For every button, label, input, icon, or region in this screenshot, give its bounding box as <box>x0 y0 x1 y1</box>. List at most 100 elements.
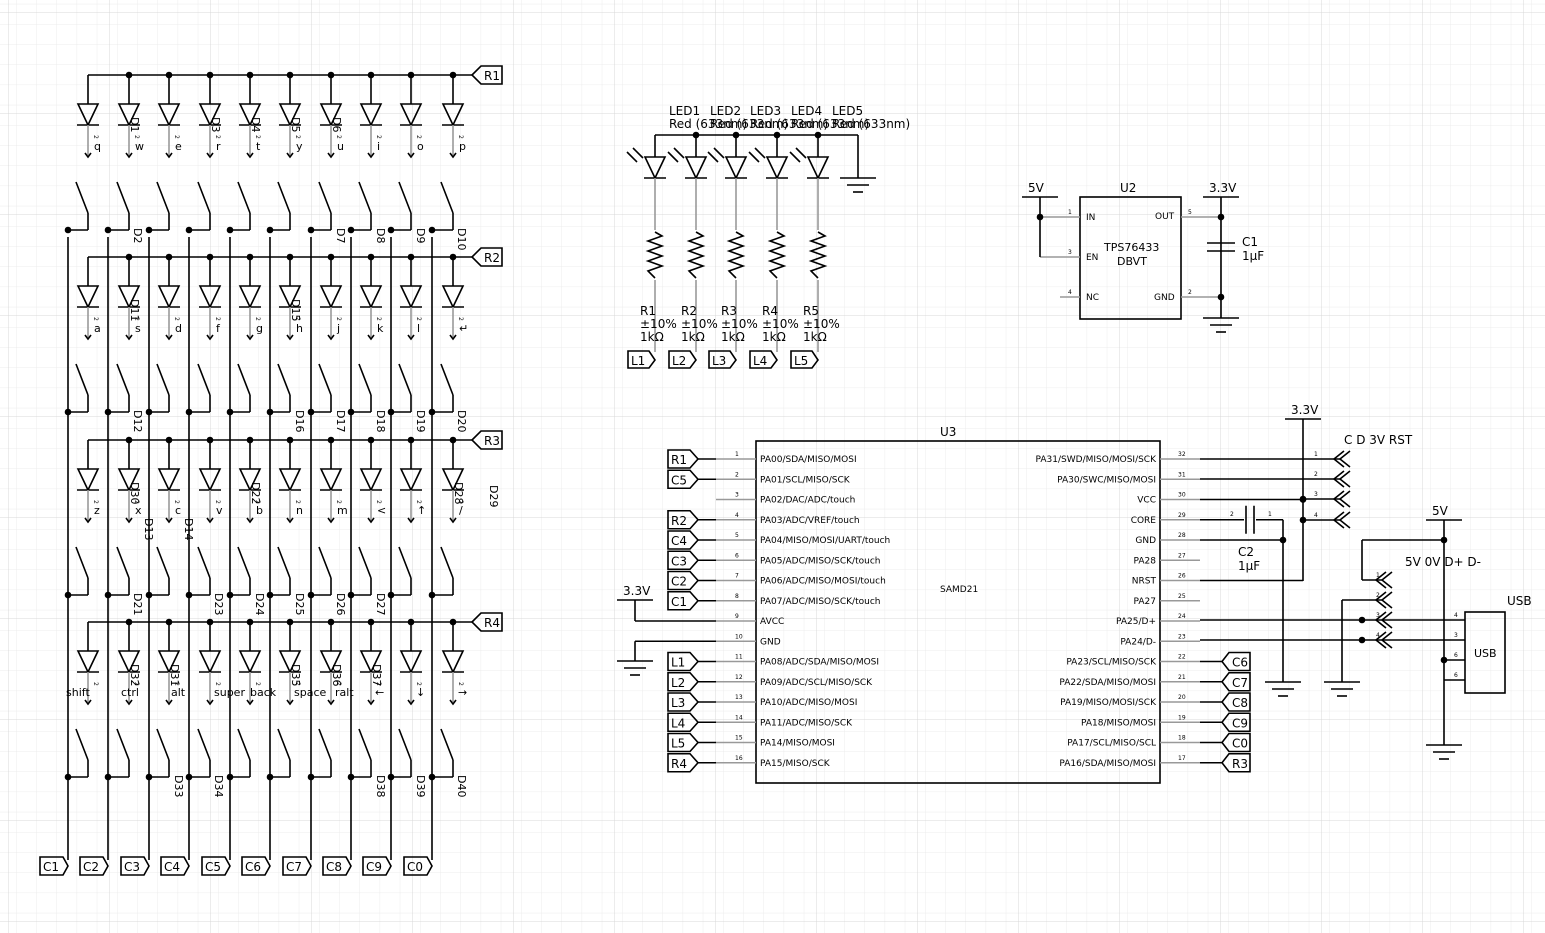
pin-number: 13 <box>735 694 743 701</box>
led-arrow <box>795 147 807 159</box>
row-net-label-flag <box>470 65 503 85</box>
key-label: super <box>214 686 245 699</box>
pin-number: 23 <box>1178 633 1186 640</box>
diode-arrow <box>246 152 254 159</box>
led-value: Red (633nm) <box>832 117 910 131</box>
pin-number: 4 <box>735 512 739 519</box>
diode-arrow <box>327 699 335 706</box>
column-net-label: C8 <box>326 860 342 874</box>
column-flag <box>241 856 271 876</box>
pin-number: 2 <box>133 500 140 504</box>
diode-arrow <box>286 334 294 341</box>
resistor-ref: R4 <box>762 304 778 318</box>
pin-number: 2 <box>133 682 140 686</box>
led-arrow <box>632 147 644 159</box>
mcu-net-label: C6 <box>1232 656 1248 670</box>
diode-arrow <box>125 152 133 159</box>
switch-arm <box>398 728 412 761</box>
diode-arrow <box>286 699 294 706</box>
key-label: w <box>135 140 144 153</box>
switch-arm <box>398 181 412 214</box>
mcu-net-flag <box>667 570 700 591</box>
switch-arm <box>440 363 454 396</box>
key-label: u <box>337 140 344 153</box>
capacitor-value: 1µF <box>1238 559 1260 573</box>
diode-arrow <box>165 699 173 706</box>
pin-number: 2 <box>415 500 422 504</box>
key-label: → <box>458 686 467 699</box>
diode-symbol <box>157 285 181 309</box>
diode-ref: D11 <box>128 299 141 321</box>
pin-number: 24 <box>1178 613 1186 620</box>
mcu-net-flag <box>1220 692 1251 712</box>
switch-arm <box>440 181 454 214</box>
pin-out-label: OUT <box>1155 212 1175 222</box>
diode-ref: D32 <box>128 664 141 686</box>
switch-arm <box>156 546 170 579</box>
pin-number: 2 <box>254 317 261 321</box>
led-ref: LED2 <box>710 104 741 118</box>
pin-number: 9 <box>735 613 739 620</box>
resistor-tolerance: ±10% <box>803 317 840 331</box>
key-label: g <box>256 322 263 335</box>
mcu-net-label: L1 <box>671 656 685 670</box>
diode-arrow <box>165 152 173 159</box>
key-label: / <box>459 504 463 517</box>
pin-name: PA31/SWD/MISO/MOSI/SCK <box>1036 455 1158 465</box>
header-pin <box>1332 511 1345 529</box>
diode-symbol <box>399 650 423 674</box>
column-flag <box>120 856 150 876</box>
diode-ref: D30 <box>128 482 141 504</box>
switch-arm <box>156 181 170 214</box>
mcu-net-label: L3 <box>671 696 685 710</box>
resistor-ref: R2 <box>681 304 697 318</box>
mcu-net-flag <box>1220 712 1251 733</box>
diode-ref: D8 <box>374 228 387 243</box>
microcontroller: U3SAMD211PA00/SDA/MISO/MOSIR12PA01/SCL/M… <box>617 403 1340 784</box>
diode-symbol <box>319 650 343 674</box>
mcu-net-label: L2 <box>671 676 685 690</box>
pin-number: 2 <box>92 317 99 321</box>
pin-name: PA15/MISO/SCK <box>760 759 831 769</box>
pin-number: 3 <box>1454 632 1458 639</box>
diode-arrow <box>367 334 375 341</box>
header-pin <box>1338 511 1351 529</box>
diode-symbol <box>117 468 141 492</box>
led-ref: LED4 <box>791 104 822 118</box>
mcu-net-flag <box>667 530 700 550</box>
pin-number: 2 <box>92 135 99 139</box>
switch-arm <box>75 546 89 579</box>
junction-dot <box>387 226 395 234</box>
mcu-net-label: L5 <box>671 737 685 751</box>
switch-arm <box>277 546 291 579</box>
pin-number: 7 <box>735 573 739 580</box>
junction-dot <box>1358 616 1366 624</box>
pin-number: 2 <box>1314 471 1318 478</box>
mcu-net-label: C2 <box>671 575 687 589</box>
led-ref: LED5 <box>832 104 863 118</box>
key-label: c <box>175 504 181 517</box>
diode-ref: D31 <box>168 664 181 686</box>
pin-name: PA24/D- <box>1120 637 1156 647</box>
pin-in-label: IN <box>1086 213 1095 223</box>
resistor-ref: R3 <box>721 304 737 318</box>
key-label: n <box>296 504 303 517</box>
diode-ref: D29 <box>487 485 500 507</box>
mcu-net-label: R3 <box>1232 757 1248 771</box>
column-flag <box>201 856 231 876</box>
resistor-symbol <box>686 231 706 279</box>
led-net-flag <box>790 350 819 369</box>
pin-number: 2 <box>254 500 261 504</box>
led-net-label: L3 <box>712 354 726 368</box>
led-arrow <box>673 147 685 159</box>
pin-en-label: EN <box>1086 253 1098 263</box>
pin-number: 30 <box>1178 492 1186 499</box>
switch-arm <box>318 363 332 396</box>
mcu-net-flag <box>667 469 700 490</box>
key-label: v <box>216 504 223 517</box>
regulator-name: TPS76433 <box>1103 241 1159 254</box>
resistor-value: 1kΩ <box>803 330 827 344</box>
key-label: d <box>175 322 182 335</box>
column-net-label: C4 <box>164 860 180 874</box>
key-label: shift <box>66 686 90 699</box>
